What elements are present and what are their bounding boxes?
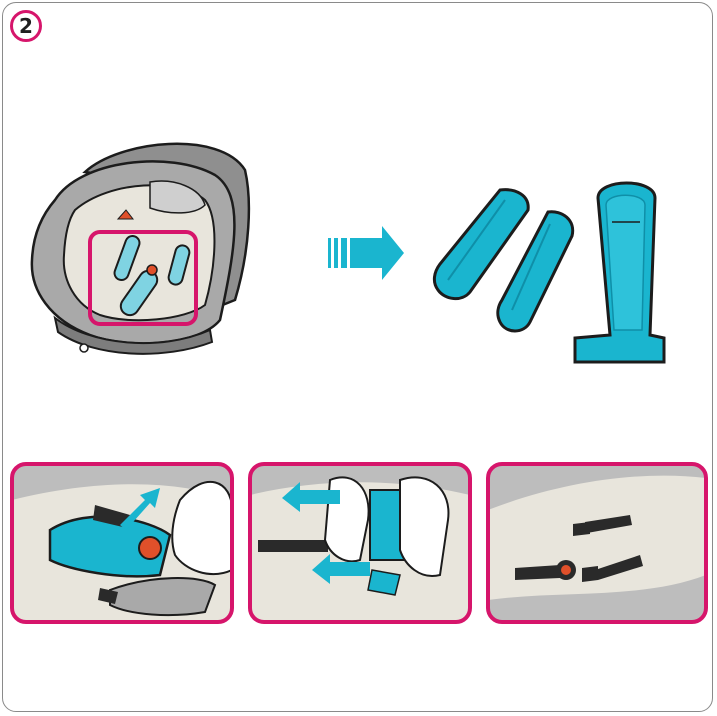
car-seat-illustration [32,144,249,354]
pull-straps-through-pads [250,464,470,622]
right-arrow-icon [328,226,404,280]
slide-pad-off-buckle [12,464,232,622]
shoulder-pads-and-crotch-pad [434,183,664,362]
harness-without-pads [488,464,706,622]
